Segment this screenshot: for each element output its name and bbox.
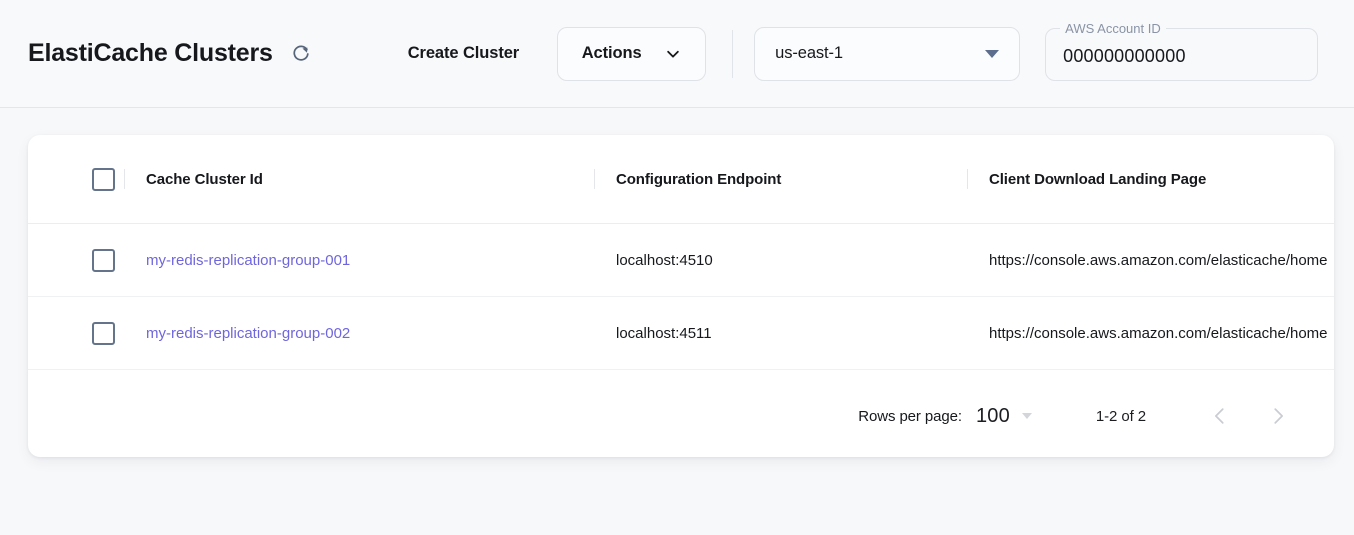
cell-configuration-endpoint: localhost:4511	[594, 296, 967, 370]
cluster-id-link[interactable]: my-redis-replication-group-002	[146, 324, 351, 342]
column-header-client-download-landing-page[interactable]: Client Download Landing Page	[967, 135, 1334, 224]
table-pagination: Rows per page: 100 1-2 of 2	[28, 375, 1334, 457]
cell-client-download-landing-page: https://console.aws.amazon.com/elasticac…	[967, 296, 1334, 370]
table-body: my-redis-replication-group-001 localhost…	[28, 223, 1334, 370]
pagination-range-label: 1-2 of 2	[1095, 407, 1146, 425]
cell-cache-cluster-id: my-redis-replication-group-001	[124, 223, 594, 297]
app-header: ElastiCache Clusters Create Cluster Acti…	[0, 0, 1354, 108]
cell-cache-cluster-id: my-redis-replication-group-002	[124, 296, 594, 370]
next-page-button[interactable]	[1256, 394, 1300, 438]
actions-button-label: Actions	[581, 44, 642, 62]
caret-down-icon	[1021, 413, 1032, 419]
cell-client-download-landing-page: https://console.aws.amazon.com/elasticac…	[967, 223, 1334, 297]
column-header-label: Client Download Landing Page	[989, 170, 1207, 188]
landing-page-url: https://console.aws.amazon.com/elasticac…	[989, 251, 1328, 269]
page-title: ElastiCache Clusters	[28, 39, 273, 67]
clusters-table-card: Cache Cluster Id Configuration Endpoint …	[28, 135, 1334, 457]
column-header-label: Configuration Endpoint	[616, 170, 782, 188]
header-divider	[732, 29, 734, 78]
chevron-left-icon	[1215, 408, 1224, 424]
create-cluster-button[interactable]: Create Cluster	[404, 36, 523, 71]
region-select[interactable]: us-east-1	[754, 26, 1021, 81]
select-all-header	[28, 135, 124, 224]
aws-account-id-input[interactable]	[1045, 26, 1319, 81]
row-select-cell	[28, 223, 124, 297]
chevron-right-icon	[1274, 408, 1283, 424]
actions-button[interactable]: Actions	[557, 26, 707, 81]
previous-page-button[interactable]	[1198, 394, 1242, 438]
clusters-table: Cache Cluster Id Configuration Endpoint …	[28, 135, 1334, 370]
column-header-configuration-endpoint[interactable]: Configuration Endpoint	[594, 135, 967, 224]
select-all-checkbox[interactable]	[92, 167, 115, 191]
table-row[interactable]: my-redis-replication-group-002 localhost…	[28, 296, 1334, 370]
title-block: ElastiCache Clusters	[28, 39, 315, 68]
table-header-row: Cache Cluster Id Configuration Endpoint …	[28, 135, 1334, 224]
row-checkbox[interactable]	[92, 248, 115, 272]
refresh-icon-glyph	[293, 44, 309, 61]
main-content: Cache Cluster Id Configuration Endpoint …	[0, 108, 1354, 457]
caret-down-icon	[985, 49, 1000, 58]
rows-per-page-select[interactable]: 100	[976, 405, 1032, 428]
chevron-down-icon	[666, 50, 679, 58]
cell-configuration-endpoint: localhost:4510	[594, 223, 967, 297]
rows-per-page-label: Rows per page:	[858, 407, 962, 425]
aws-account-id-field[interactable]: AWS Account ID	[1045, 21, 1319, 81]
row-select-cell	[28, 296, 124, 370]
row-checkbox[interactable]	[92, 321, 115, 345]
column-header-label: Cache Cluster Id	[146, 170, 263, 188]
table-head: Cache Cluster Id Configuration Endpoint …	[28, 135, 1334, 224]
region-select-value: us-east-1	[775, 44, 844, 62]
column-header-cache-cluster-id[interactable]: Cache Cluster Id	[124, 135, 594, 224]
rows-per-page-value: 100	[975, 404, 1010, 427]
refresh-icon[interactable]	[287, 40, 315, 68]
cluster-id-link[interactable]: my-redis-replication-group-001	[146, 251, 351, 269]
landing-page-url: https://console.aws.amazon.com/elasticac…	[989, 324, 1328, 342]
table-row[interactable]: my-redis-replication-group-001 localhost…	[28, 223, 1334, 297]
